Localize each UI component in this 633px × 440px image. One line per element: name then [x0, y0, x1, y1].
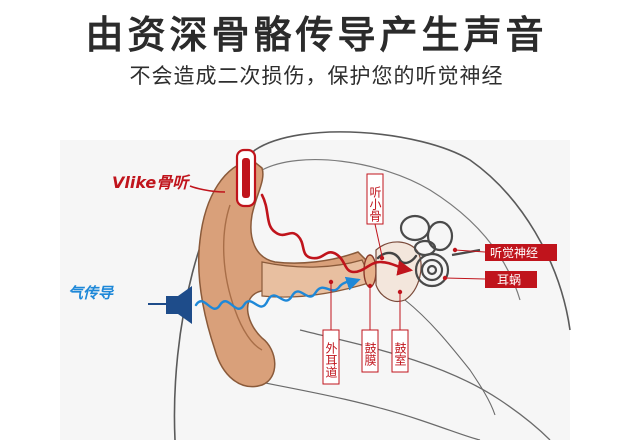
temporal-bone-line [299, 329, 551, 440]
label-cochlea: 耳蜗 [497, 272, 521, 287]
label-ossicles: 听小骨 [368, 186, 382, 222]
label-eardrum: 鼓膜 [363, 342, 377, 367]
label-ear-canal-group: 外耳道 [322, 279, 340, 385]
jaw-outline [249, 379, 481, 440]
auditory-nerve [451, 248, 481, 257]
label-auditory-nerve: 听觉神经 [490, 246, 538, 260]
label-tympanic-cavity: 鼓室 [393, 342, 407, 366]
air-conduction-wave [194, 276, 361, 310]
headline-subtitle: 不会造成二次损伤，保护您的听觉神经 [129, 64, 504, 88]
label-auditory-nerve-group: 听觉神经 [452, 244, 557, 261]
label-ear-canal: 外耳道 [324, 342, 338, 378]
label-eardrum-group: 鼓膜 [361, 283, 379, 373]
headline-title: 由资深骨骼传导产生声音 [85, 13, 548, 57]
brand-logo: Vlike骨听 [112, 173, 191, 192]
skull-outline [173, 131, 571, 440]
bone-conduction-wave [260, 193, 414, 276]
air-conduction-label: 气传导 [68, 284, 115, 302]
eardrum [363, 254, 377, 288]
eustachian-line [404, 299, 496, 416]
bone-conduction-headphone [189, 148, 257, 208]
cochlea-spiral [414, 252, 450, 288]
speaker-icon [148, 286, 192, 324]
label-cochlea-group: 耳蜗 [442, 271, 537, 288]
ear-conduction-diagram: Vlike骨听 气传导 听小骨 听觉神经 耳蜗 外耳道 [60, 131, 571, 440]
label-ossicles-group: 听小骨 [366, 173, 385, 261]
label-tympanic-cavity-group: 鼓室 [391, 289, 409, 373]
